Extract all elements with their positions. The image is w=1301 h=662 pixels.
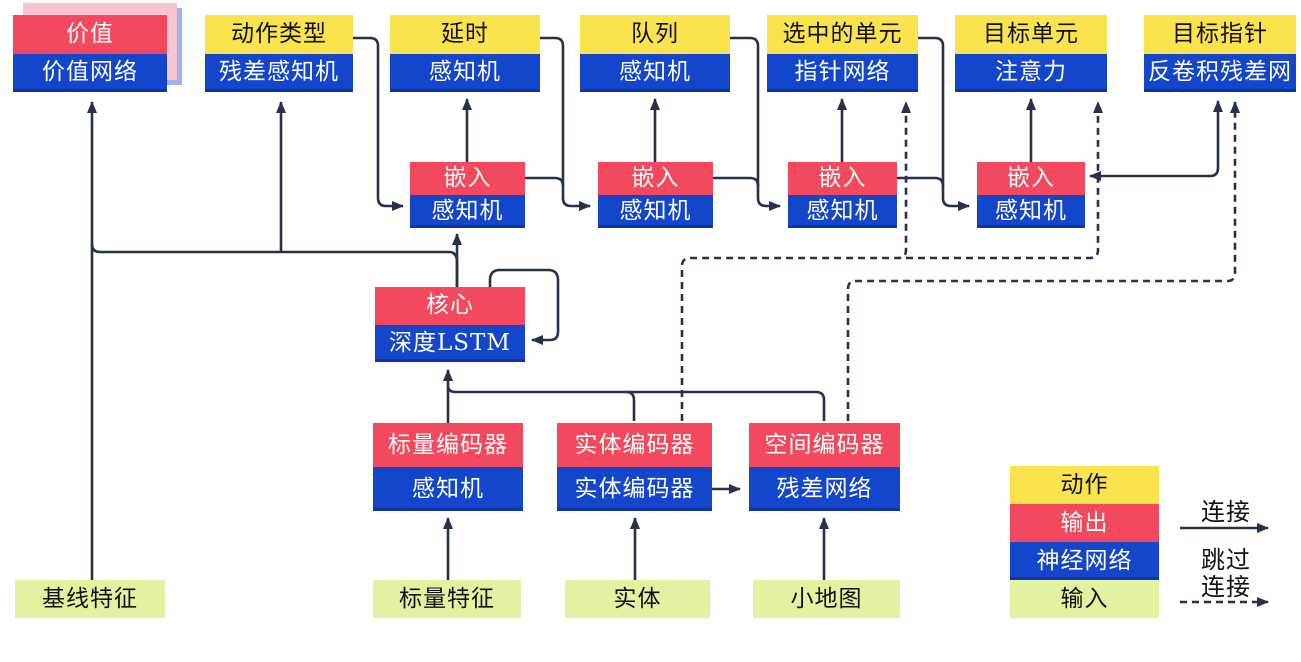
node-embed-2-network: 感知机 (598, 195, 713, 228)
node-scalar-encoder-network: 感知机 (373, 467, 523, 511)
connector-action-type-to-embed1 (353, 36, 404, 211)
connector-spatial-encoder-merge (446, 385, 826, 421)
node-embed-1: 嵌入 感知机 (410, 162, 525, 228)
node-entities-label: 实体 (565, 580, 710, 618)
node-embed-3: 嵌入 感知机 (788, 162, 897, 228)
skip-entity-to-selected-units (680, 101, 911, 421)
node-embed-4: 嵌入 感知机 (977, 162, 1085, 228)
node-action-type-action: 动作类型 (205, 15, 353, 54)
node-baseline-features-label: 基线特征 (15, 580, 165, 618)
node-queue-network: 感知机 (580, 53, 730, 92)
node-embed-2-output: 嵌入 (598, 162, 713, 195)
legend-output-swatch: 输出 (1010, 504, 1159, 542)
node-delay-network: 感知机 (390, 53, 540, 92)
connector-embed1-out-merge (525, 176, 565, 187)
node-embed-3-network: 感知机 (788, 195, 897, 228)
node-value: 价值 价值网络 (13, 15, 167, 92)
connector-selected-units-to-embed4 (918, 36, 970, 211)
node-value-network: 价值网络 (13, 53, 167, 92)
node-action-type: 动作类型 残差感知机 (205, 15, 353, 92)
legend-color-key: 动作 输出 神经网络 输入 (1010, 466, 1159, 618)
node-core-network: 深度LSTM (375, 324, 525, 362)
connector-core-branch-left (90, 243, 459, 289)
skip-spatial-to-target-point (846, 101, 1240, 421)
node-scalar-encoder: 标量编码器 感知机 (373, 423, 523, 511)
node-selected-units-action: 选中的单元 (767, 15, 918, 54)
node-spatial-encoder-network: 残差网络 (749, 467, 900, 511)
connector-queue-to-embed3 (730, 36, 781, 211)
node-core-output: 核心 (375, 287, 525, 325)
node-target-point: 目标指针 反卷积残差网 (1144, 15, 1296, 92)
node-entities: 实体 (565, 580, 710, 618)
node-embed-1-output: 嵌入 (410, 162, 525, 195)
skip-entity-to-target-unit (906, 101, 1103, 260)
node-target-unit-action: 目标单元 (955, 15, 1107, 54)
connector-embed4-target-point (1089, 100, 1223, 181)
node-entity-encoder-network: 实体编码器 (557, 467, 712, 511)
legend-action-swatch: 动作 (1010, 466, 1159, 504)
node-spatial-encoder: 空间编码器 残差网络 (749, 423, 900, 511)
node-delay: 延时 感知机 (390, 15, 540, 92)
node-embed-1-network: 感知机 (410, 195, 525, 228)
node-scalar-features: 标量特征 (373, 580, 521, 618)
connector-embed3-out-merge (897, 176, 945, 187)
connector-embed2-out-merge (713, 176, 760, 187)
node-minimap: 小地图 (753, 580, 900, 618)
legend-network-swatch: 神经网络 (1010, 542, 1159, 580)
connector-lstm-loop (488, 268, 560, 345)
node-embed-3-output: 嵌入 (788, 162, 897, 195)
legend-skip-label-line2: 连接 (1201, 573, 1251, 601)
node-queue: 队列 感知机 (580, 15, 730, 92)
node-queue-action: 队列 (580, 15, 730, 54)
node-baseline-features: 基线特征 (15, 580, 165, 618)
connector-entity-encoder-merge (625, 390, 636, 421)
node-scalar-encoder-output: 标量编码器 (373, 423, 523, 467)
legend-solid-label: 连接 (1201, 498, 1251, 526)
node-delay-action: 延时 (390, 15, 540, 54)
node-value-output: 价值 (13, 15, 167, 54)
node-target-point-action: 目标指针 (1144, 15, 1296, 54)
node-core: 核心 深度LSTM (375, 287, 525, 362)
node-minimap-label: 小地图 (753, 580, 900, 618)
node-embed-4-output: 嵌入 (977, 162, 1085, 195)
legend-skip-label-line1: 跳过 (1201, 546, 1251, 574)
node-target-point-network: 反卷积残差网 (1144, 53, 1296, 92)
node-action-type-network: 残差感知机 (205, 53, 353, 92)
node-scalar-features-label: 标量特征 (373, 580, 521, 618)
node-spatial-encoder-output: 空间编码器 (749, 423, 900, 467)
legend-input-swatch: 输入 (1010, 580, 1159, 618)
node-entity-encoder: 实体编码器 实体编码器 (557, 423, 712, 511)
node-entity-encoder-output: 实体编码器 (557, 423, 712, 467)
node-embed-2: 嵌入 感知机 (598, 162, 713, 228)
node-target-unit: 目标单元 注意力 (955, 15, 1107, 92)
node-embed-4-network: 感知机 (977, 195, 1085, 228)
node-target-unit-network: 注意力 (955, 53, 1107, 92)
node-selected-units: 选中的单元 指针网络 (767, 15, 918, 92)
node-selected-units-network: 指针网络 (767, 53, 918, 92)
connector-delay-to-embed2 (540, 36, 591, 211)
